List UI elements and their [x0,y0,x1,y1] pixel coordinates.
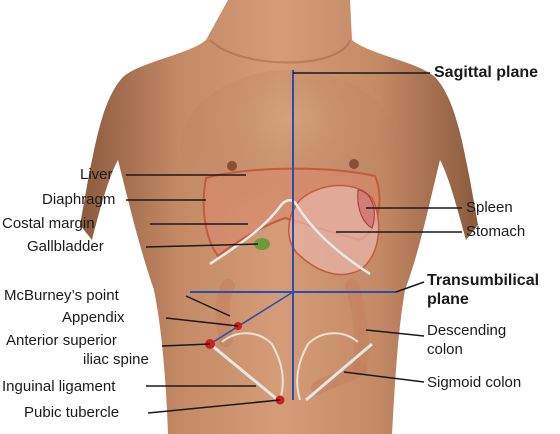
nipple-right [349,159,359,169]
liver-label: Liver [80,166,113,183]
costal-margin-label: Costal margin [2,215,95,232]
descending-colon-label-line2: colon [427,341,463,358]
spleen [357,189,375,229]
inguinal-ligament-label: Inguinal ligament [2,378,116,395]
mcburney-line [209,291,294,345]
asis-label-line2: iliac spine [83,351,149,368]
leader-lines [126,72,462,414]
appendix-label: Appendix [62,309,125,326]
stomach [288,184,380,276]
transumbilical-label-line1: Transumbilical [427,272,540,289]
diaphragm-label: Diaphragm [42,191,116,208]
inguinal-ligament-right [209,342,279,402]
spleen-label: Spleen [466,199,513,216]
inguinal-ligament-left [305,342,373,402]
costal-margin [209,199,371,276]
pelvis [221,332,359,401]
sagittal-plane-label: Sagittal plane [434,64,539,81]
nipple-left [227,161,237,171]
gallbladder-label: Gallbladder [27,238,104,255]
stomach-label: Stomach [466,223,526,240]
mcburney-point-label: McBurney’s point [4,287,119,304]
asis-label-line1: Anterior superior [6,332,117,349]
transumbilical-label-line2: plane [427,291,469,308]
gallbladder [254,238,270,250]
pubic-tubercle-label: Pubic tubercle [24,404,120,421]
descending-colon-label-line1: Descending [427,322,507,339]
sigmoid-colon-label: Sigmoid colon [427,374,522,391]
